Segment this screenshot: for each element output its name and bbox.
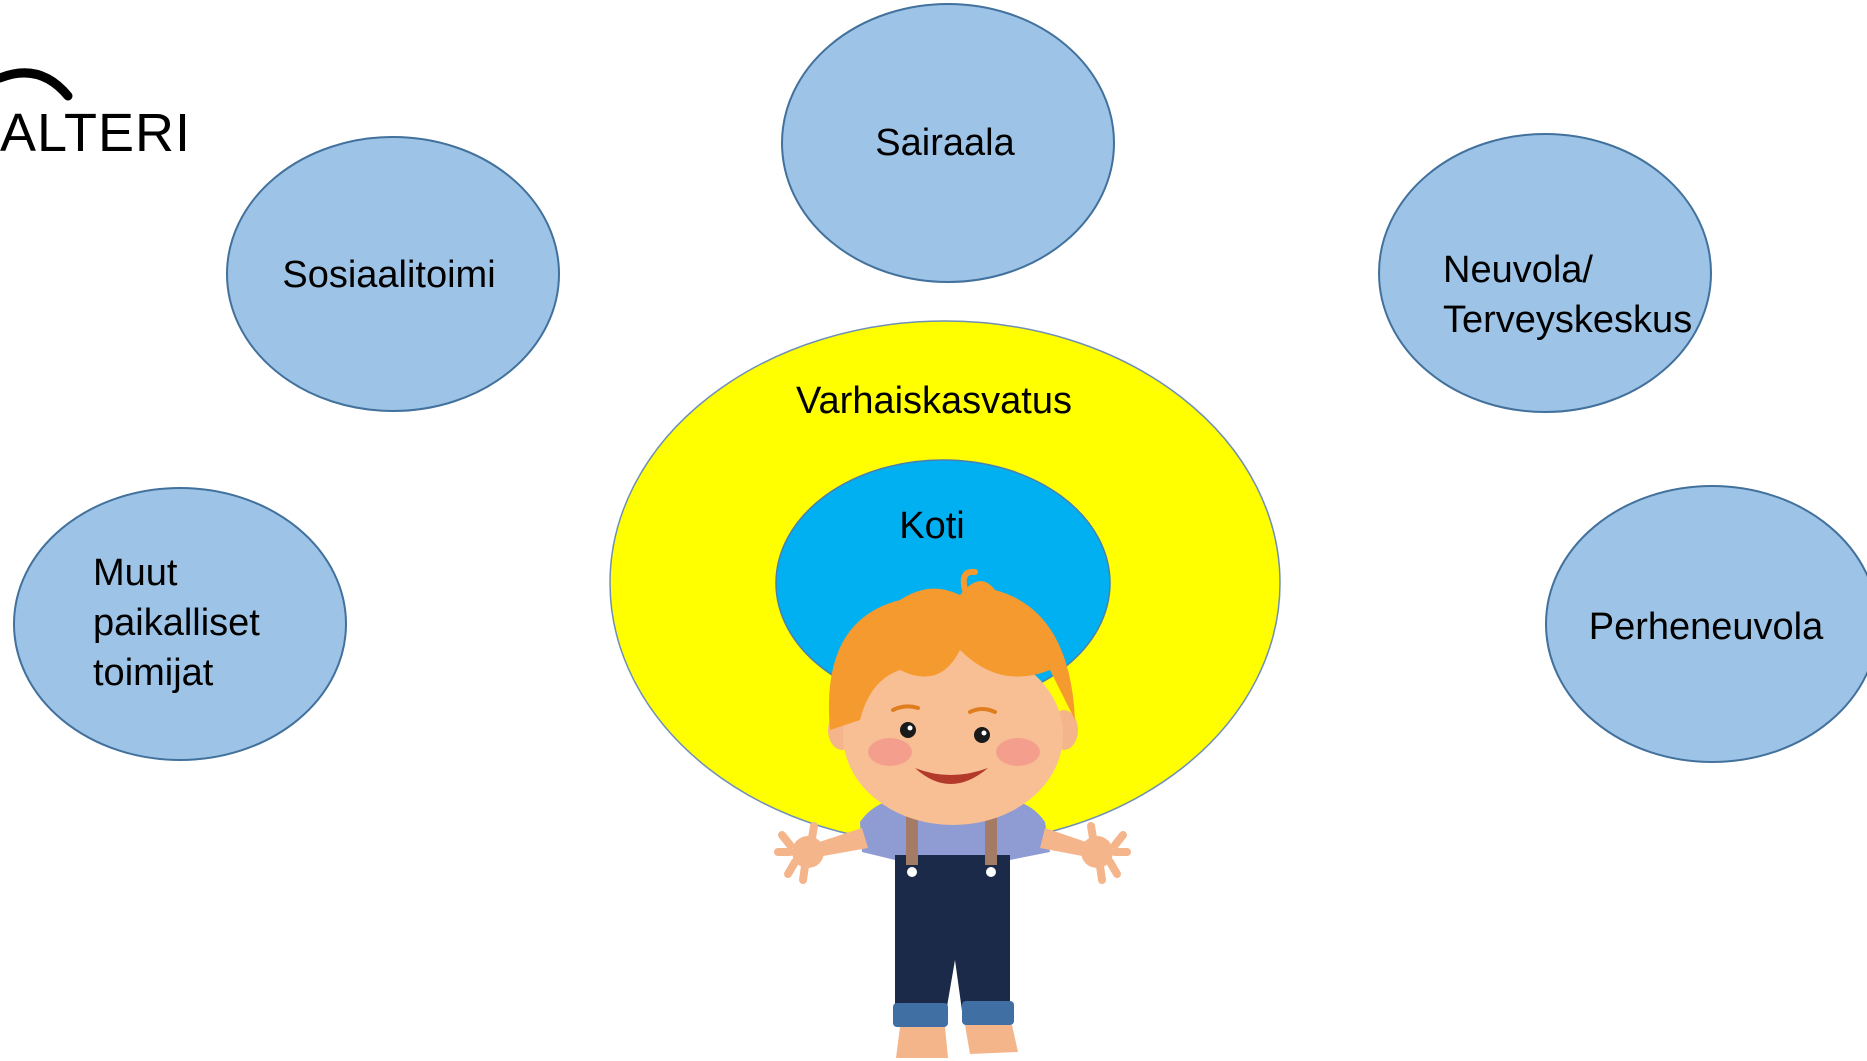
node-label-sairaala: Sairaala	[875, 122, 1015, 164]
outer-ring-label: Varhaiskasvatus	[796, 380, 1072, 422]
node-sosiaalitoimi	[226, 136, 560, 412]
node-neuvola	[1378, 133, 1712, 413]
logo-text: ALTERI	[0, 103, 192, 163]
node-label-sosiaalitoimi: Sosiaalitoimi	[282, 254, 496, 296]
node-sairaala	[781, 3, 1115, 283]
node-muut	[13, 487, 347, 761]
node-label-neuvola: Neuvola/ Terveyskeskus	[1443, 249, 1693, 342]
inner-ring-label: Koti	[899, 505, 965, 547]
node-label-muut: Muut paikalliset toimijat	[93, 552, 260, 695]
node-label-perheneuvola: Perheneuvola	[1588, 606, 1824, 648]
logo-arc-icon	[0, 68, 73, 101]
child-illustration-icon	[774, 568, 1131, 1058]
node-perheneuvola	[1545, 485, 1867, 763]
